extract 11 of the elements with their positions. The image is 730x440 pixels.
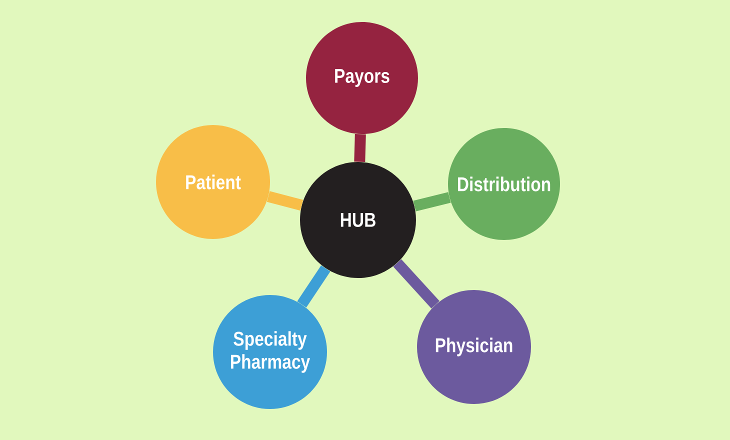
circle-node: Payors [306, 22, 418, 134]
connector-line [354, 134, 366, 162]
connector-line [266, 191, 304, 211]
connector-line [297, 265, 330, 308]
circle-node: Patient [156, 125, 270, 239]
circle-node: Specialty Pharmacy [213, 295, 327, 409]
connector-line [393, 259, 440, 308]
connector-line [413, 192, 451, 212]
circle-node: Distribution [448, 128, 560, 240]
circle-node: Physician [417, 290, 531, 404]
circle-node: HUB [300, 162, 416, 278]
